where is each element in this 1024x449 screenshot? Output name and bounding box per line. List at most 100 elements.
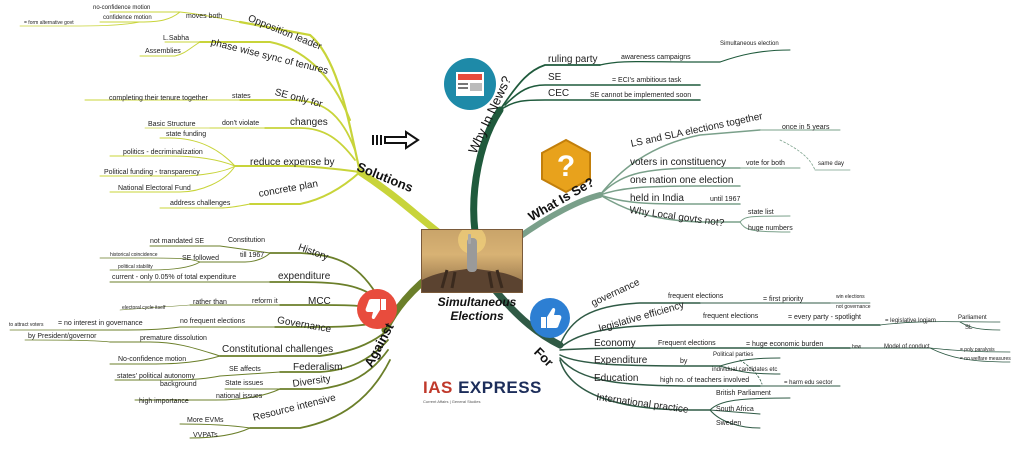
node-eci-task: = ECI's ambitious task <box>612 77 682 84</box>
svg-text:?: ? <box>557 150 575 183</box>
node-individual-candidates: individual candidates etc <box>712 367 778 373</box>
central-title-line1: Simultaneous <box>437 295 517 309</box>
node-politics-decrim: politics - decriminalization <box>123 149 203 156</box>
node-form-alt-govt: = form alternative govt <box>24 20 74 26</box>
node-not-governance: not governance <box>836 304 871 310</box>
node-changes: changes <box>290 117 328 128</box>
logo-tagline: Current Affairs | General Studies <box>423 399 481 404</box>
node-expenditure-for: Expenditure <box>594 355 648 366</box>
node-history: History <box>296 242 330 264</box>
node-why-local: Why Local govts not? <box>628 205 725 230</box>
node-political-funding: Political funding - transparency <box>104 169 200 176</box>
node-simultaneous-election: Simultaneous election <box>720 41 779 47</box>
node-no-confidence-motion: no-confidence motion <box>93 5 151 11</box>
node-current-005: current - only 0.05% of total expenditur… <box>112 274 237 281</box>
logo-express: EXPRESS <box>458 378 542 397</box>
node-mcc: MCC <box>308 296 331 307</box>
node-awareness: awareness campaigns <box>621 54 691 61</box>
branch-solutions: Solutions <box>354 159 416 196</box>
node-not-mandated: not mandated SE <box>150 238 205 245</box>
node-leg-logjam: = legislative logjam <box>885 318 936 324</box>
node-intl-practice: International practice <box>595 392 690 416</box>
node-no-interest: = no interest in governance <box>58 320 143 327</box>
node-same-day: same day <box>818 161 845 167</box>
solutions-branch-lines <box>19 11 442 236</box>
node-teachers: high no. of teachers involved <box>660 377 750 384</box>
node-diversity: Diversity <box>291 373 332 390</box>
node-moves-both: moves both <box>186 13 223 20</box>
node-state-funding: state funding <box>166 131 207 138</box>
node-national-fund: National Electoral Fund <box>118 185 191 192</box>
node-south-africa: South Africa <box>716 406 754 413</box>
node-political-parties: Political parties <box>713 352 754 358</box>
node-policy-paralysis: = poly paralysis <box>960 347 995 353</box>
node-state-issues: State issues <box>225 380 264 387</box>
node-expenditure-against: expenditure <box>278 271 331 282</box>
node-opposition-leader: Opposition leader <box>246 13 324 53</box>
node-by-president: by President/governor <box>28 333 97 340</box>
for-branch-lines <box>491 286 1011 429</box>
node-ruling-party: ruling party <box>548 54 598 65</box>
node-vvpats: VVPATs <box>193 432 218 439</box>
node-cec: CEC <box>548 88 570 99</box>
central-image <box>421 229 523 293</box>
node-harm-edu: = harm edu sector <box>784 380 833 386</box>
node-lsabha: L.Sabha <box>163 35 190 42</box>
node-states: states <box>232 93 251 100</box>
central-title-line2: Elections <box>450 308 504 323</box>
node-address-challenges: address challenges <box>170 200 231 207</box>
whatis-branch-lines <box>515 129 851 241</box>
node-high-importance: high importance <box>139 398 189 405</box>
node-confidence-motion: confidence motion <box>103 15 152 21</box>
node-no-frequent: no frequent elections <box>180 318 245 325</box>
thumbs-down-icon <box>357 289 397 329</box>
node-reform-it: reform it <box>252 298 278 305</box>
logo-ias: IAS <box>423 378 453 397</box>
node-se-followed: SE followed <box>182 255 219 262</box>
node-se-affects: SE affects <box>229 366 261 373</box>
branch-what-is-se: What Is Se? <box>525 174 597 225</box>
node-leg-eff: legislative efficiency <box>597 299 686 335</box>
node-by: by <box>680 358 688 365</box>
node-dont-violate: don't violate <box>222 120 260 127</box>
node-more-evms: More EVMs <box>187 417 224 424</box>
node-huge-burden: = huge economic burden <box>746 341 824 348</box>
node-rather-than: rather than <box>193 299 227 306</box>
node-held-india: held in India <box>630 193 684 204</box>
node-se-only-for: SE only for <box>273 87 324 111</box>
node-parliament: Parliament <box>958 315 987 321</box>
node-resource-intensive: Resource intensive <box>251 392 337 424</box>
node-state-list: state list <box>748 209 774 216</box>
central-topic-title: Simultaneous Elections <box>433 295 521 324</box>
node-once-5: once in 5 years <box>782 124 830 131</box>
newspaper-icon <box>444 58 496 110</box>
thumbs-up-icon <box>530 298 570 338</box>
node-reduce-expense: reduce expense by <box>250 157 335 168</box>
arrow-right-icon <box>372 130 420 150</box>
node-first-priority: = first priority <box>763 296 804 303</box>
node-british: British Parliament <box>716 390 771 397</box>
node-one-nation: one nation one election <box>630 175 734 186</box>
branch-why-in-news: Why In News? <box>465 73 515 156</box>
node-every-party: = every party - spotlight <box>788 314 861 321</box>
node-frequent-2: frequent elections <box>703 313 759 320</box>
question-mark-icon: ? <box>541 138 591 194</box>
node-completing-tenure: completing their tenure together <box>109 95 208 102</box>
node-frequent-3: Frequent elections <box>658 340 716 347</box>
node-const-challenges: Constitutional challenges <box>222 344 334 355</box>
node-education: Education <box>594 373 639 384</box>
branch-for: For <box>531 344 557 370</box>
node-assemblies: Assemblies <box>145 48 181 55</box>
node-economy: Economy <box>594 338 636 349</box>
node-historical-coincidence: historical coincidence <box>110 252 158 258</box>
node-basic-structure: Basic Structure <box>148 121 196 128</box>
node-till-1967: till 1967 <box>240 252 265 259</box>
node-premature: premature dissolution <box>140 335 207 342</box>
node-constitution: Constitution <box>228 237 265 244</box>
node-model-conduct: Model of conduct <box>884 344 930 350</box>
node-background: background <box>160 381 197 388</box>
node-electoral-cycle: electoral cycle itself <box>122 305 166 311</box>
node-no-conf-motion: No-confidence motion <box>118 356 187 363</box>
node-win-elections: win elections <box>836 294 865 300</box>
